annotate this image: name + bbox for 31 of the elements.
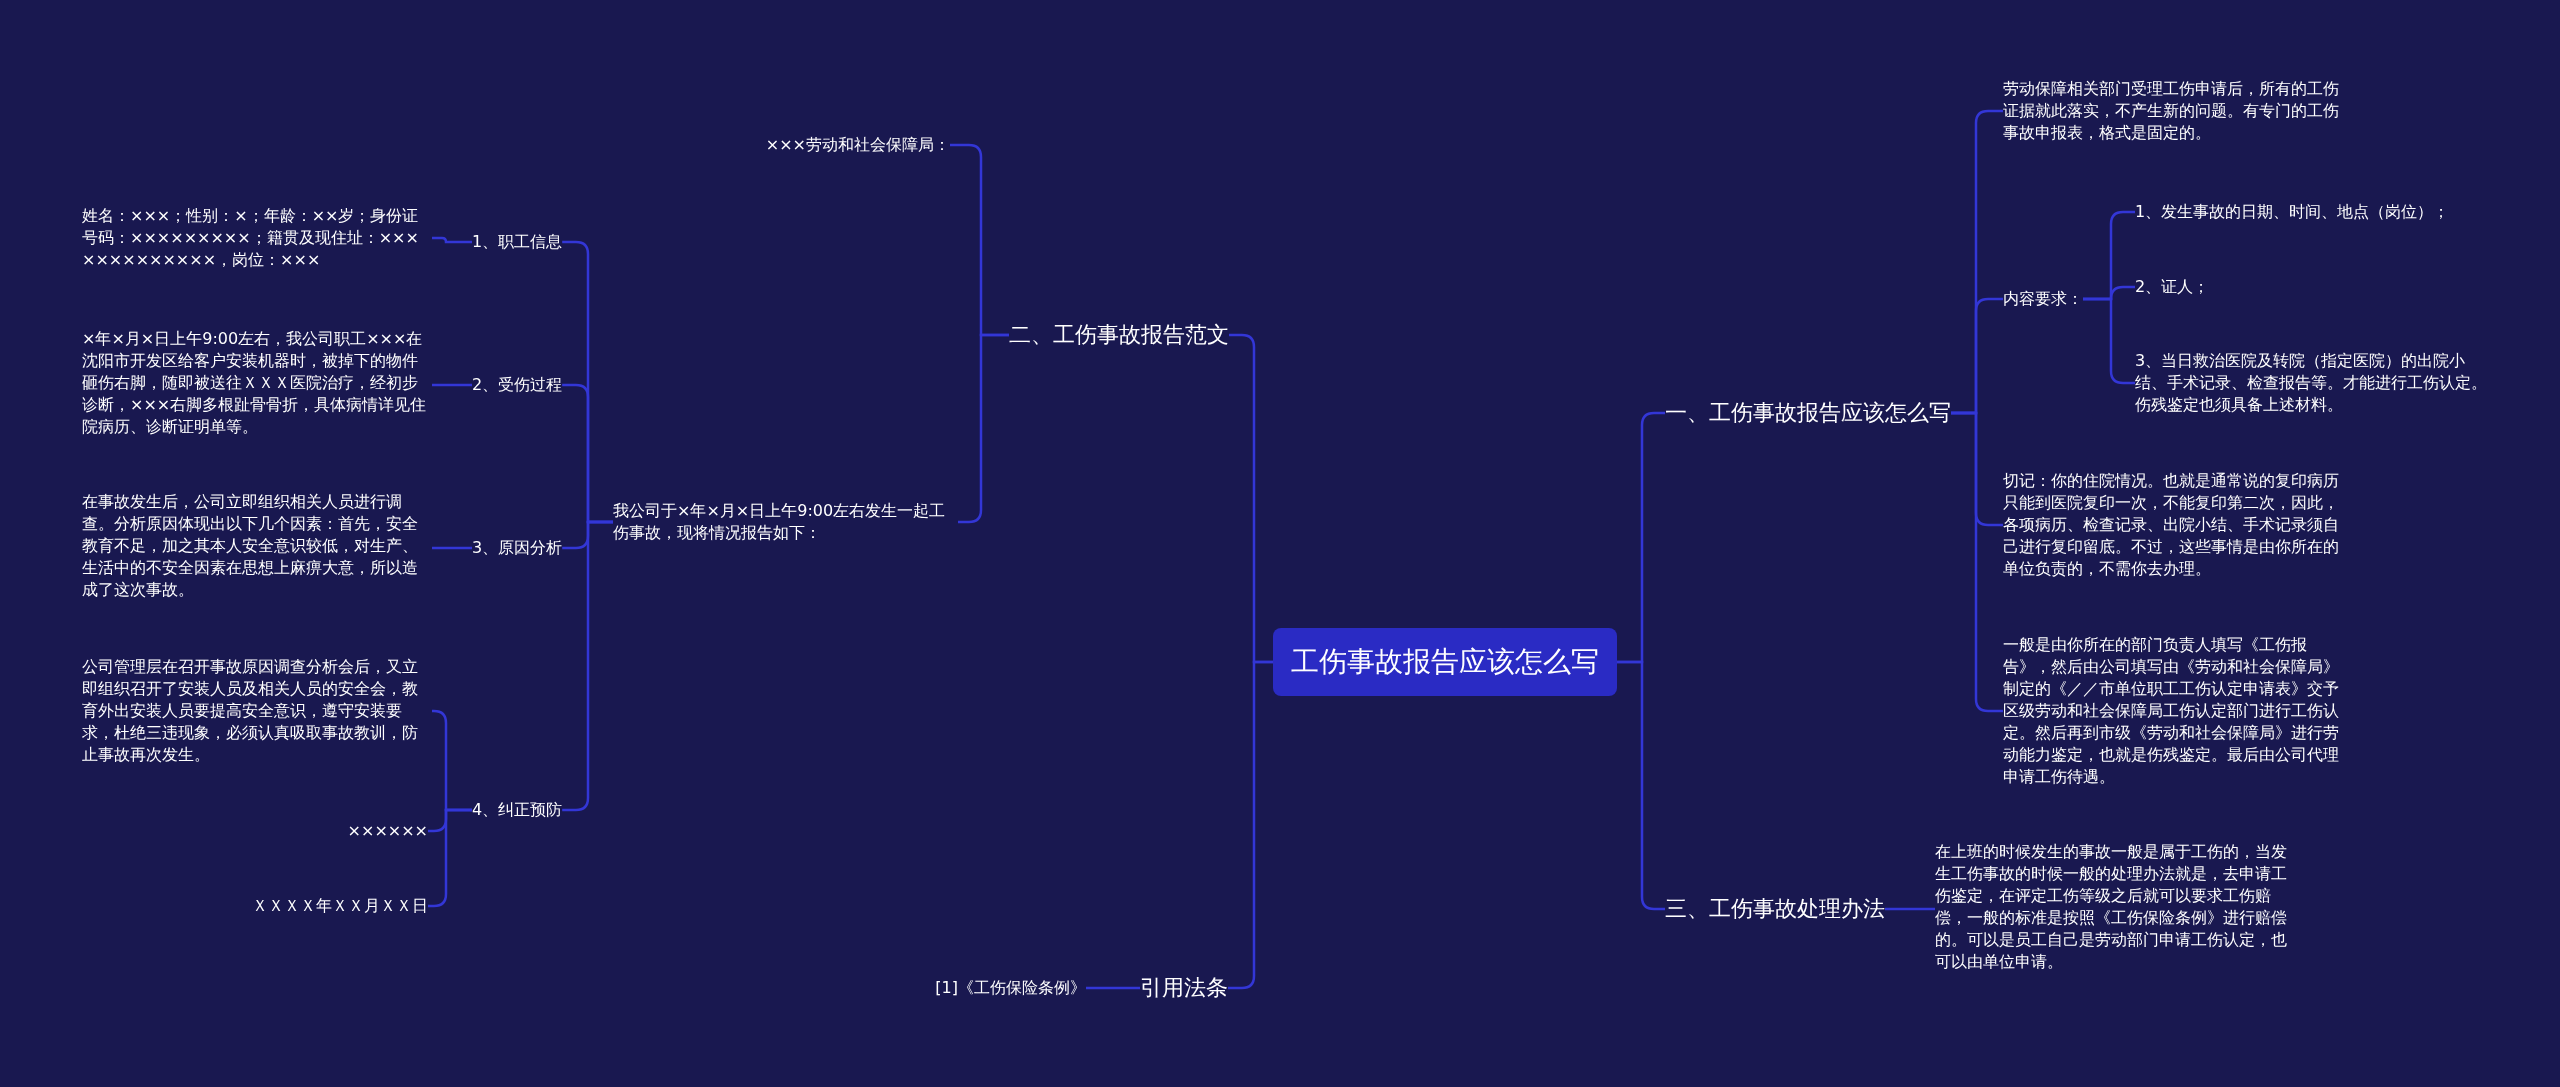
connector-line (1086, 986, 1140, 990)
note-text: 3、当日救治医院及转院（指定医院）的出院小结、手术记录、检查报告等。才能进行工伤认定。伤残鉴定也须具备上述材料。 (2135, 350, 2495, 416)
branch-topic: 二、工伤事故报告范文 (1009, 320, 1229, 350)
subtopic-label: 内容要求： (2003, 288, 2083, 310)
central-topic-box: 工伤事故报告应该怎么写 (1273, 628, 1617, 696)
branch-topic: 三、工伤事故处理办法 (1665, 894, 1885, 924)
note-text: ×××劳动和社会保障局： (700, 134, 950, 156)
subtopic-label: 2、受伤过程 (472, 374, 563, 396)
note-text: 在上班的时候发生的事故一般是属于工伤的，当发生工伤事故的时候一般的处理办法就是，去申请工伤鉴定，在评定工伤等级之后就可以要求工伤赔偿，一般的标准是按照《工伤保险条例》进行赔偿的。可以是员工自己是劳动部门申请工伤认定，也可以由单位申请。 (1935, 841, 2295, 973)
note-text: [1]《工伤保险条例》 (860, 977, 1086, 999)
note-text: ＸＸＸＸ年ＸＸ月ＸＸ日 (160, 895, 428, 917)
note-text: ×年×月×日上午9:00左右，我公司职工×××在沈阳市开发区给客户安装机器时，被掉下的物件砸伤右脚，随即被送往ＸＸＸ医院治疗，经初步诊断，×××右脚多根趾骨骨折，具体病情详见住院病历、诊断证明单等。 (82, 328, 432, 438)
note-text: 切记：你的住院情况。也就是通常说的复印病历只能到医院复印一次，不能复印第二次，因此，各项病历、检查记录、出院小结、手术记录须自己进行复印留底。不过，这些事情是由你所在的单位负责的，不需你去办理。 (2003, 470, 2353, 580)
connector-line (432, 546, 472, 550)
connector-line (432, 383, 472, 387)
note-text: 姓名：×××；性别：×；年龄：××岁；身份证号码：×××××××××；籍贯及现住址：×××××××××××××，岗位：××× (82, 205, 432, 271)
connector-line (432, 236, 472, 244)
note-text: ×××××× (200, 820, 428, 842)
subtopic-label: 1、发生事故的日期、时间、地点（岗位）； (2135, 201, 2450, 223)
note-text: 在事故发生后，公司立即组织相关人员进行调查。分析原因体现出以下几个因素：首先，安全教育不足，加之其本人安全意识较低，对生产、生活中的不安全因素在思想上麻痹大意，所以造成了这次事故。 (82, 491, 432, 601)
branch-topic: 一、工伤事故报告应该怎么写 (1665, 398, 1951, 428)
note-text: 一般是由你所在的部门负责人填写《工伤报告》，然后由公司填写由《劳动和社会保障局》制定的《／／市单位职工工伤认定申请表》交予区级劳动和社会保障局工伤认定部门进行工伤认定。然后再到市级《劳动和社会保障局》进行劳动能力鉴定，也就是伤残鉴定。最后由公司代理申请工伤待遇。 (2003, 634, 2353, 788)
note-text: 我公司于×年×月×日上午9:00左右发生一起工伤事故，现将情况报告如下： (613, 500, 958, 544)
note-text: 公司管理层在召开事故原因调查分析会后，又立即组织召开了安装人员及相关人员的安全会，教育外出安装人员要提高安全意识，遵守安装要求，杜绝三违现象，必须认真吸取事故教训，防止事故再次发生。 (82, 656, 432, 766)
note-text: 劳动保障相关部门受理工伤申请后，所有的工伤证据就此落实，不产生新的问题。有专门的工伤事故申报表，格式是固定的。 (2003, 78, 2353, 144)
subtopic-label: 3、原因分析 (472, 537, 563, 559)
branch-topic: 引用法条 (1140, 973, 1228, 1003)
connector-line (1885, 907, 1935, 911)
subtopic-label: 4、纠正预防 (472, 799, 563, 821)
subtopic-label: 1、职工信息 (472, 231, 563, 253)
subtopic-label: 2、证人； (2135, 276, 2210, 298)
